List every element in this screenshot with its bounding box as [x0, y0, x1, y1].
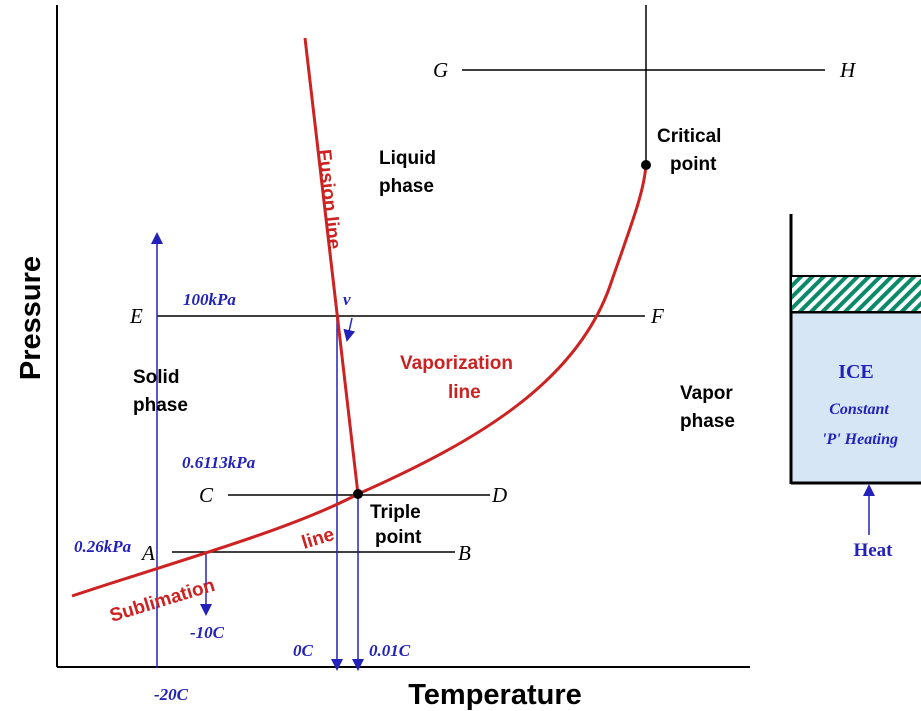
ice-block: [791, 312, 921, 483]
critical-point-dot: [641, 160, 651, 170]
letter-g: G: [433, 58, 448, 82]
v-arrow: [343, 317, 356, 342]
triple-label-1: Triple: [370, 502, 421, 523]
vapor-phase-label-2: phase: [680, 411, 735, 432]
letter-v: v: [343, 290, 351, 309]
triple-point-dot: [353, 489, 363, 499]
pressure-026kpa: 0.26kPa: [74, 537, 132, 556]
letter-a: A: [140, 541, 155, 565]
liquid-phase-label-2: phase: [379, 176, 434, 197]
solid-phase-label-1: Solid: [133, 367, 179, 388]
solid-phase-label-2: phase: [133, 395, 188, 416]
piston: [790, 275, 921, 313]
pressure-06113kpa: 0.6113kPa: [182, 453, 256, 472]
vapor-phase-label-1: Vapor: [680, 383, 733, 404]
sublimation-line-label: line: [299, 524, 336, 554]
letter-h: H: [839, 58, 857, 82]
vaporization-label-2: line: [448, 382, 481, 403]
pressure-100kpa: 100kPa: [183, 290, 236, 309]
ice-sub-2: 'P' Heating: [822, 431, 898, 448]
temp-minus20: -20C: [154, 685, 189, 704]
heat-label: Heat: [853, 540, 893, 561]
sublimation-label: Sublimation: [107, 575, 217, 627]
critical-label-1: Critical: [657, 126, 721, 147]
letter-c: C: [199, 483, 214, 507]
temp-0: 0C: [293, 641, 314, 660]
y-axis-label: Pressure: [15, 256, 47, 380]
letter-b: B: [458, 541, 471, 565]
x-axis-label: Temperature: [408, 679, 582, 711]
sublimation-curve: [71, 492, 359, 598]
critical-label-2: point: [670, 154, 717, 175]
fusion-curve: [303, 37, 360, 495]
temp-minus10: -10C: [190, 623, 225, 642]
letter-f: F: [650, 304, 664, 328]
triple-label-2: point: [375, 527, 422, 548]
ice-label: ICE: [838, 361, 874, 383]
temp-001: 0.01C: [369, 641, 411, 660]
vaporization-label-1: Vaporization: [400, 353, 513, 374]
ice-sub-1: Constant: [829, 401, 889, 418]
liquid-phase-label-1: Liquid: [379, 148, 436, 169]
letter-d: D: [491, 483, 507, 507]
vaporization-curve: [357, 164, 648, 496]
fusion-line-label: Fusion line: [313, 148, 344, 250]
letter-e: E: [129, 304, 143, 328]
